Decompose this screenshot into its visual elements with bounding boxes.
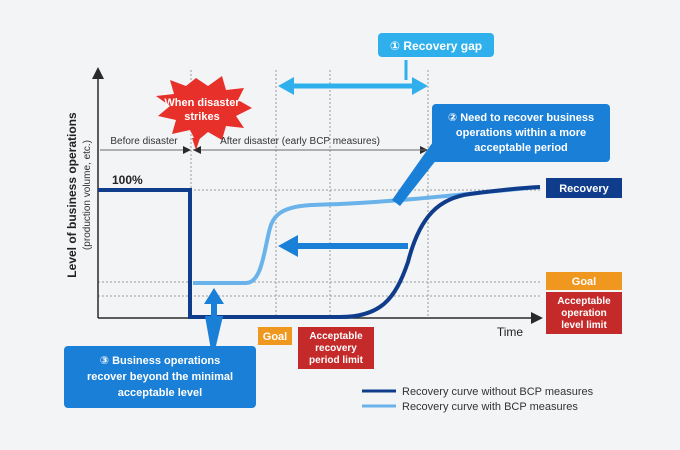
disaster-burst-line-1: When disaster xyxy=(164,97,240,109)
callout-3-line-3: acceptable level xyxy=(118,387,202,399)
callout-beyond-minimal: ③ Business operations recover beyond the… xyxy=(64,346,256,408)
callout-2-line-2: operations within a more xyxy=(456,127,586,139)
callout-1-text: ① Recovery gap xyxy=(390,39,482,53)
legend-label-with-bcp: Recovery curve with BCP measures xyxy=(402,401,578,413)
acceptable-operation-tag: Acceptable operation level limit xyxy=(546,292,622,334)
shorten-period-arrow xyxy=(278,235,408,257)
disaster-burst: When disaster strikes xyxy=(156,76,252,150)
raise-level-arrow xyxy=(204,288,224,350)
y-axis-label: Level of business operations xyxy=(65,112,79,278)
callout-recovery-gap: ① Recovery gap xyxy=(378,33,494,57)
acceptable-operation-line-3: level limit xyxy=(561,320,607,331)
x-axis-label: Time xyxy=(497,325,524,339)
goal-bottom-text: Goal xyxy=(263,331,287,343)
hundred-percent-label: 100% xyxy=(112,173,143,187)
before-disaster-label: Before disaster xyxy=(110,136,178,147)
legend-label-without-bcp: Recovery curve without BCP measures xyxy=(402,386,594,398)
acceptable-period-line-1: Acceptable xyxy=(309,331,363,342)
callout-2-line-3: acceptable period xyxy=(474,142,568,154)
recovery-tag: Recovery xyxy=(546,178,622,198)
callout-3-line-2: recover beyond the minimal xyxy=(87,371,233,383)
after-disaster-label: After disaster (early BCP measures) xyxy=(220,136,380,147)
acceptable-operation-line-2: operation xyxy=(561,308,607,319)
recovery-tag-text: Recovery xyxy=(559,183,609,195)
acceptable-operation-line-1: Acceptable xyxy=(557,296,611,307)
acceptable-period-tag: Acceptable recovery period limit xyxy=(298,327,374,369)
callout-need-recover: ② Need to recover business operations wi… xyxy=(432,104,610,162)
goal-tag-right: Goal xyxy=(546,272,622,290)
y-axis-sublabel: (production volume, etc.) xyxy=(82,140,93,250)
callout-3-line-1: ③ Business operations xyxy=(100,355,221,367)
disaster-burst-line-2: strikes xyxy=(184,111,219,123)
legend: Recovery curve without BCP measures Reco… xyxy=(362,386,594,413)
acceptable-period-line-2: recovery xyxy=(315,343,357,354)
curve-without-bcp xyxy=(98,185,541,319)
goal-right-text: Goal xyxy=(572,276,596,288)
acceptable-period-line-3: period limit xyxy=(309,355,364,366)
callout-2-line-1: ② Need to recover business xyxy=(448,112,594,124)
goal-tag-bottom: Goal xyxy=(258,327,292,345)
curve-with-bcp xyxy=(193,185,541,285)
recovery-gap-arrow xyxy=(278,60,428,95)
